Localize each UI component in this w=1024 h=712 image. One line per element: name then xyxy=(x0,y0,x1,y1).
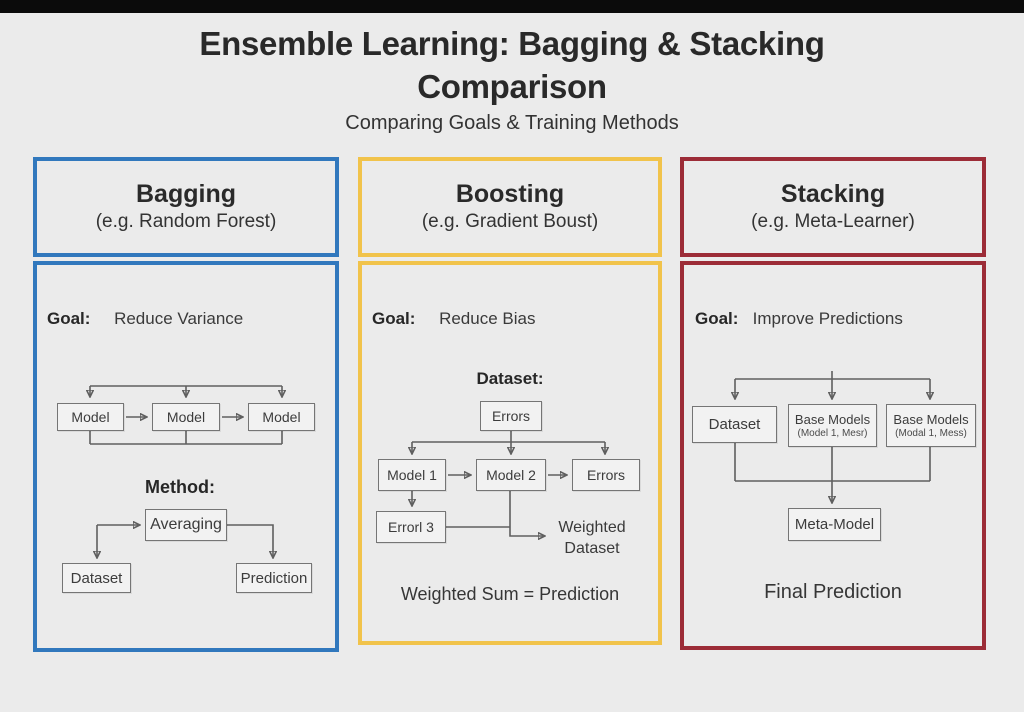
boosting-errors-right-label: Errors xyxy=(586,467,626,483)
boosting-error3-box: Errorl 3 xyxy=(376,511,446,543)
stacking-connector-lines xyxy=(684,371,982,646)
bagging-averaging-box: Averaging xyxy=(145,509,227,541)
stacking-title: Stacking xyxy=(780,180,886,208)
stacking-base2-subtitle: (Modal 1, Mess) xyxy=(895,428,967,439)
page-subtitle: Comparing Goals & Training Methods xyxy=(345,112,679,134)
stacking-base1-subtitle: (Model 1, Mesr) xyxy=(797,428,868,439)
stacking-base2-title: Base Models xyxy=(893,412,969,427)
boosting-errors-top-box: Errors xyxy=(480,401,542,431)
bagging-header: Bagging (e.g. Random Forest) xyxy=(33,157,339,257)
boosting-connector-lines xyxy=(362,431,658,641)
page-title: Ensemble Learning: Bagging & Stacking Co… xyxy=(0,22,1024,108)
stacking-goal-value: Improve Predictions xyxy=(752,309,903,328)
bagging-panel: Bagging (e.g. Random Forest) Goal: Reduc… xyxy=(33,157,339,652)
bagging-goal-label: Goal: xyxy=(47,309,91,328)
stacking-dataset-label: Dataset xyxy=(708,416,761,433)
bagging-body: Goal: Reduce Variance xyxy=(33,261,339,652)
boosting-dataset-label: Dataset: xyxy=(476,369,544,388)
boosting-model1-label: Model 1 xyxy=(387,467,437,483)
stacking-example: (e.g. Meta-Learner) xyxy=(751,211,915,232)
top-letterbox-bar xyxy=(0,0,1024,13)
bagging-goal-value: Reduce Variance xyxy=(114,309,244,328)
bagging-goal: Goal: Reduce Variance xyxy=(47,309,243,329)
boosting-errors-top-label: Errors xyxy=(491,408,531,424)
boosting-goal: Goal: Reduce Bias xyxy=(372,309,535,329)
page-title-line1: Ensemble Learning: Bagging & Stacking xyxy=(199,25,825,62)
bagging-prediction-box: Prediction xyxy=(236,563,312,593)
bagging-model-3-label: Model xyxy=(262,409,301,425)
stacking-base-models-box-2: Base Models (Modal 1, Mess) xyxy=(886,404,976,447)
stacking-base1-title: Base Models xyxy=(794,412,871,427)
page-title-line2: Comparison xyxy=(417,68,607,105)
boosting-error3-label: Errorl 3 xyxy=(388,519,434,535)
stacking-panel: Stacking (e.g. Meta-Learner) Goal: Impro… xyxy=(680,157,986,650)
bagging-connector-lines xyxy=(37,385,335,648)
boosting-example: (e.g. Gradient Boust) xyxy=(421,211,599,232)
bagging-averaging-label: Averaging xyxy=(150,516,222,533)
boosting-weighted-line1: Weighted xyxy=(558,519,626,536)
bagging-title: Bagging xyxy=(136,180,236,208)
stacking-dataset-box: Dataset xyxy=(692,406,777,443)
bagging-model-box-2: Model xyxy=(152,403,220,431)
bagging-model-box-1: Model xyxy=(57,403,124,431)
boosting-weighted-line2: Dataset xyxy=(564,540,620,557)
bagging-model-2-label: Model xyxy=(166,409,206,425)
bagging-prediction-label: Prediction xyxy=(240,569,308,587)
bagging-method-label: Method: xyxy=(145,477,215,497)
boosting-weighted-dataset-text: Weighted Dataset xyxy=(544,517,640,559)
boosting-model2-label: Model 2 xyxy=(486,467,536,483)
stacking-goal: Goal: Improve Predictions xyxy=(695,309,903,329)
stacking-goal-label: Goal: xyxy=(695,309,739,328)
bagging-dataset-label: Dataset xyxy=(70,569,123,587)
boosting-title: Boosting xyxy=(455,180,565,208)
stacking-meta-model-box: Meta-Model xyxy=(788,508,881,541)
stacking-bottom-text: Final Prediction xyxy=(764,581,902,603)
stacking-base-models-box-1: Base Models (Model 1, Mesr) xyxy=(788,404,877,447)
stacking-header: Stacking (e.g. Meta-Learner) xyxy=(680,157,986,257)
bagging-dataset-box: Dataset xyxy=(62,563,131,593)
boosting-goal-value: Reduce Bias xyxy=(439,309,536,328)
boosting-model2-box: Model 2 xyxy=(476,459,546,491)
bagging-model-1-label: Model xyxy=(71,409,110,425)
boosting-model1-box: Model 1 xyxy=(378,459,446,491)
boosting-header: Boosting (e.g. Gradient Boust) xyxy=(358,157,662,257)
stacking-body: Goal: Improve Predictions Dataset xyxy=(680,261,986,650)
boosting-goal-label: Goal: xyxy=(372,309,416,328)
boosting-bottom-text: Weighted Sum = Prediction xyxy=(400,584,620,604)
boosting-body: Goal: Reduce Bias Dataset: xyxy=(358,261,662,645)
boosting-errors-right-box: Errors xyxy=(572,459,640,491)
bagging-model-box-3: Model xyxy=(248,403,315,431)
boosting-panel: Boosting (e.g. Gradient Boust) Goal: Red… xyxy=(358,157,662,645)
stacking-meta-model-label: Meta-Model xyxy=(794,516,875,533)
bagging-example: (e.g. Random Forest) xyxy=(95,211,277,232)
